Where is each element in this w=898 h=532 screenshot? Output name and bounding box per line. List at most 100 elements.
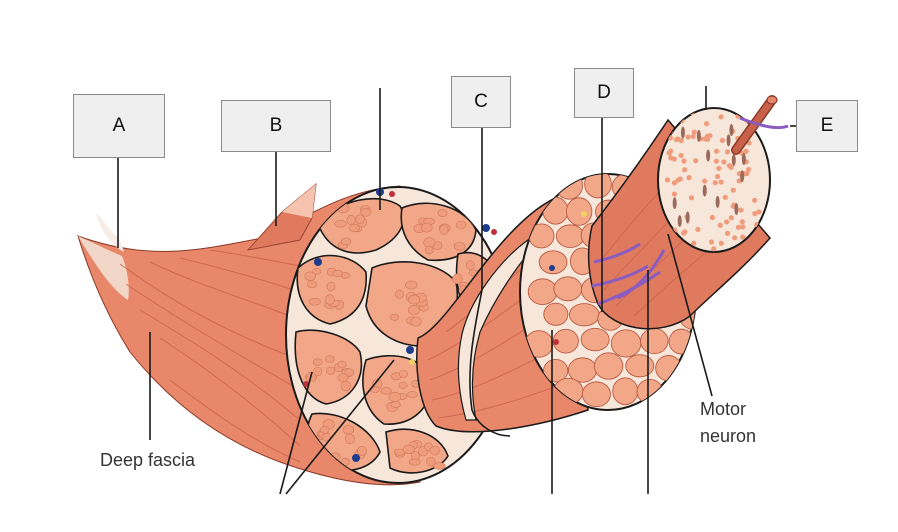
muscle-fiber-bundle — [340, 457, 350, 466]
blood-vessel — [491, 229, 497, 235]
nucleus — [731, 154, 736, 167]
muscle-fiber-bundle — [324, 294, 335, 305]
muscle-fiber-cell — [636, 378, 664, 405]
myofibril — [752, 197, 758, 203]
muscle-fiber-bundle — [340, 380, 351, 392]
muscle-fiber-bundle — [340, 237, 352, 246]
muscle-fiber-bundle — [304, 271, 316, 281]
label-box-d[interactable]: D — [574, 68, 634, 118]
myofibril — [724, 230, 731, 236]
muscle-fiber-cell — [612, 377, 639, 406]
muscle-fiber-bundle — [344, 368, 355, 377]
muscle-fiber-bundle — [426, 456, 436, 467]
muscle-fiber-cell — [581, 381, 611, 408]
myofibril — [731, 235, 738, 241]
muscle-fiber-bundle — [326, 366, 336, 375]
muscle-fiber-bundle — [390, 313, 400, 321]
leader-line-bottom-right — [285, 359, 395, 495]
muscle-fiber-bundle — [356, 446, 367, 456]
fat-cell — [581, 211, 587, 217]
myofibril — [686, 175, 692, 181]
muscle-fiber-bundle — [399, 370, 408, 378]
myofibril — [743, 148, 749, 154]
muscle-fiber-bundle — [308, 297, 321, 306]
muscle-fiber-bundle — [405, 280, 418, 290]
myofibril — [664, 177, 671, 183]
muscle-fiber-bundle — [320, 425, 330, 434]
label-box-a[interactable]: A — [73, 94, 165, 158]
nucleus — [734, 203, 739, 216]
muscle-fiber-bundle — [334, 220, 347, 228]
blood-vessel — [314, 258, 322, 266]
neuron-label: neuron — [700, 426, 757, 446]
myofibril — [716, 165, 722, 171]
nerve-fiber — [593, 242, 641, 264]
blood-vessel — [549, 265, 555, 271]
muscle-fiber-cell — [565, 197, 593, 226]
myofibril — [691, 129, 697, 135]
muscle-fiber-cell — [538, 250, 568, 275]
muscle-fiber-cell — [543, 302, 569, 326]
label-box-b[interactable]: B — [221, 100, 331, 152]
muscle-fiber-cell — [681, 357, 696, 384]
myofibril — [712, 180, 718, 186]
myofibril — [677, 176, 683, 182]
nerve-fiber — [739, 116, 789, 130]
myofibril — [690, 133, 696, 140]
muscle-fiber-bundle — [407, 391, 418, 398]
myofibril — [736, 178, 742, 184]
myofibril — [709, 214, 716, 221]
muscle-fiber-cell — [568, 303, 600, 327]
nucleus — [702, 184, 707, 197]
muscle-fiber-cell — [543, 359, 569, 383]
muscle-fiber-bundle — [324, 355, 335, 363]
label-box-c[interactable]: C — [451, 76, 511, 128]
muscle-fiber-cell — [655, 355, 682, 382]
myofibril — [668, 155, 674, 161]
blood-vessel — [303, 381, 309, 387]
muscle-fiber-bundle — [402, 444, 415, 455]
muscle-fiber-bundle — [453, 241, 466, 251]
muscle-fiber-bundle — [388, 391, 402, 402]
leader-line-motor-neuron — [667, 233, 713, 397]
myofibril — [702, 178, 708, 184]
muscle-fiber-bundle — [395, 289, 404, 299]
myofibril — [718, 114, 724, 120]
myofibril — [671, 191, 678, 197]
muscle-fiber-bundle — [321, 432, 331, 442]
muscle-fiber-cell — [553, 276, 583, 302]
fat-cell — [409, 359, 415, 365]
myofibril — [738, 207, 744, 213]
muscle-fiber-cell — [625, 354, 655, 378]
myofibril — [718, 240, 724, 246]
nucleus — [740, 170, 745, 183]
myofibril — [746, 166, 752, 173]
nucleus — [680, 126, 685, 139]
nucleus — [715, 195, 720, 208]
nerve-fiber — [617, 249, 666, 300]
myofibril — [735, 224, 741, 230]
myofibril — [704, 133, 710, 139]
myofibril — [739, 219, 745, 225]
myofibril — [721, 159, 727, 165]
muscle-fiber-cell — [524, 174, 551, 197]
myofibril — [713, 148, 720, 154]
muscle-fiber-cell — [527, 278, 558, 306]
myofibril — [681, 158, 687, 164]
muscle-fiber-bundle — [312, 268, 322, 275]
myofibril — [671, 180, 678, 186]
muscle-fiber-bundle — [345, 433, 355, 445]
myofibril — [719, 137, 726, 143]
leader-lines — [117, 86, 806, 495]
myofibril — [717, 222, 723, 228]
myofibril — [740, 234, 746, 240]
muscle-fiber-cell — [640, 328, 669, 355]
label-box-e[interactable]: E — [796, 100, 858, 152]
muscle-fiber-bundle — [337, 373, 349, 383]
muscle-fiber-bundle — [332, 269, 343, 277]
muscle-fiber-bundle — [360, 208, 372, 217]
muscle-fiber-bundle — [421, 222, 433, 233]
muscle-fiber-bundle — [433, 462, 446, 470]
myofibril — [740, 224, 746, 230]
